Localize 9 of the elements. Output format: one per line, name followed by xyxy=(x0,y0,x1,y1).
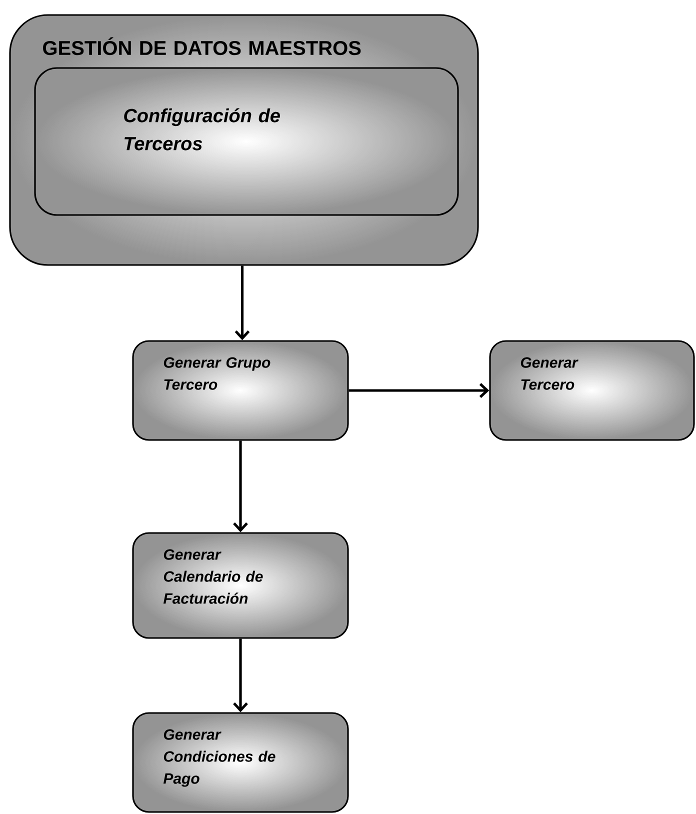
arrow xyxy=(233,440,248,532)
process-box: Generar Grupo Tercero xyxy=(132,340,349,441)
process-box: Generar Calendario de Facturación xyxy=(132,532,349,639)
process-box: Generar Condiciones de Pago xyxy=(132,712,349,813)
process-box: Generar Tercero xyxy=(489,340,695,441)
arrow xyxy=(234,266,250,340)
arrow xyxy=(233,638,248,712)
arrow xyxy=(348,383,490,398)
process-box: Configuración de Terceros xyxy=(34,67,459,216)
